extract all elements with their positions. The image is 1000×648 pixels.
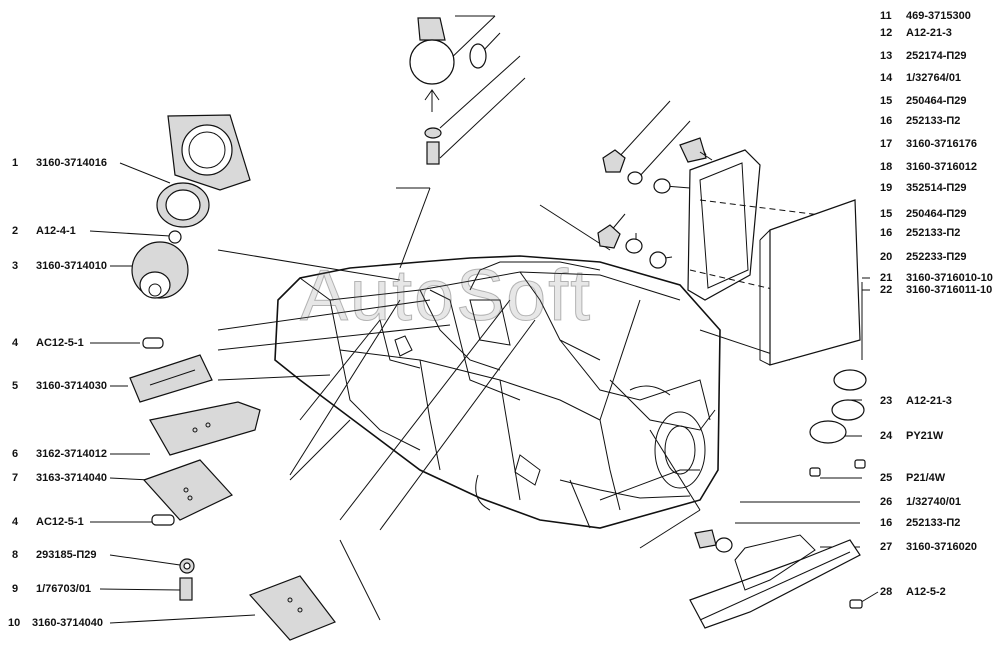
- license-plate-lamp-parts: [129, 114, 336, 641]
- reversing-lamp-parts: [409, 17, 487, 165]
- rear-lamp-lens: [759, 199, 861, 366]
- vehicle-body-drawing: [274, 255, 721, 529]
- high-mount-stop-lamp: [689, 529, 861, 629]
- group-brackets: [862, 277, 870, 291]
- bulbs: [809, 369, 867, 609]
- rear-lamp-hardware: [597, 137, 821, 301]
